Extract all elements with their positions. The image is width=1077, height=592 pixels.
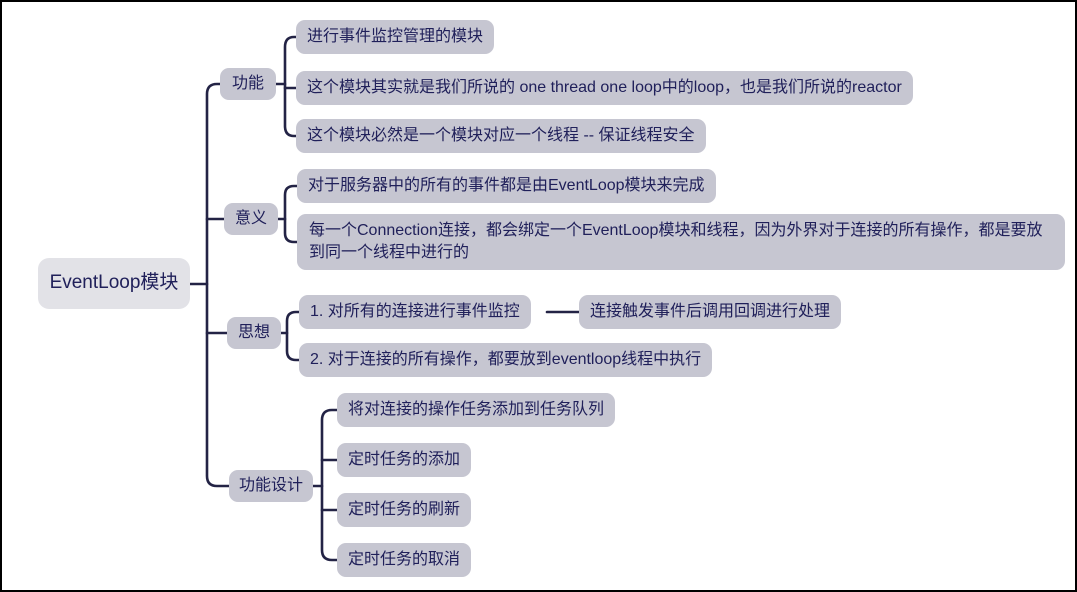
leaf-idea-1[interactable]: 1. 对所有的连接进行事件监控 (299, 295, 531, 329)
branch-meaning[interactable]: 意义 (224, 203, 278, 235)
edge-design-bracket (320, 408, 339, 562)
leaf-function-3[interactable]: 这个模块必然是一个模块对应一个线程 -- 保证线程安全 (296, 119, 706, 153)
branch-idea[interactable]: 思想 (227, 317, 281, 349)
leaf-design-3[interactable]: 定时任务的刷新 (337, 493, 472, 527)
leaf-meaning-1[interactable]: 对于服务器中的所有的事件都是由EventLoop模块来完成 (297, 169, 716, 203)
edge-meaning-bracket (283, 184, 299, 244)
edge-function-bracket (283, 35, 298, 138)
branch-design[interactable]: 功能设计 (229, 470, 313, 502)
leaf-function-2[interactable]: 这个模块其实就是我们所说的 one thread one loop中的loop，… (296, 71, 913, 105)
leaf-idea-2[interactable]: 2. 对于连接的所有操作，都要放到eventloop线程中执行 (299, 343, 713, 377)
leaf-design-4[interactable]: 定时任务的取消 (337, 543, 472, 577)
leaf-design-2[interactable]: 定时任务的添加 (337, 443, 472, 477)
leaf-design-1[interactable]: 将对连接的操作任务添加到任务队列 (337, 393, 616, 427)
edge-main-trunk (205, 82, 231, 488)
edge-idea-bracket (285, 310, 301, 362)
leaf-meaning-2[interactable]: 每一个Connection连接，都会绑定一个EventLoop模块和线程，因为外… (297, 214, 1065, 270)
root-topic[interactable]: EventLoop模块 (38, 258, 190, 309)
branch-function[interactable]: 功能 (220, 68, 276, 100)
leaf-idea-1-callback[interactable]: 连接触发事件后调用回调进行处理 (579, 295, 842, 329)
leaf-function-1[interactable]: 进行事件监控管理的模块 (296, 20, 495, 54)
